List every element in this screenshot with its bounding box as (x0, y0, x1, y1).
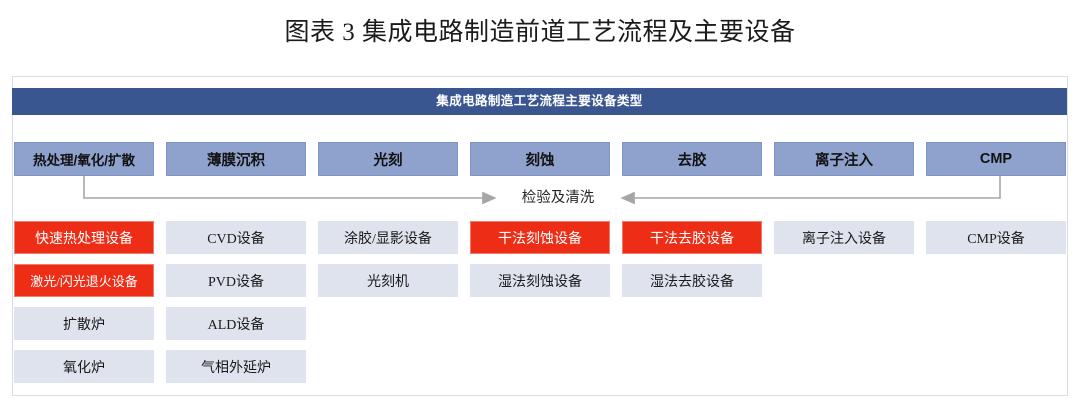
equipment-box[interactable]: 气相外延炉 (166, 350, 306, 383)
banner-title: 集成电路制造工艺流程主要设备类型 (436, 94, 643, 108)
equipment-box[interactable]: 干法去胶设备 (622, 221, 762, 254)
equipment-box[interactable]: 湿法去胶设备 (622, 264, 762, 297)
equipment-box[interactable]: 光刻机 (318, 264, 458, 297)
process-step-3[interactable]: 光刻 (318, 142, 458, 176)
equipment-box[interactable]: PVD设备 (166, 264, 306, 297)
equipment-label: 湿法去胶设备 (650, 274, 734, 290)
equipment-label: PVD设备 (207, 274, 264, 290)
equipment-box[interactable]: 离子注入设备 (774, 221, 914, 254)
equipment-label: 激光/闪光退火设备 (30, 274, 138, 289)
process-step-label: CMP (979, 151, 1013, 167)
equipment-label: CVD设备 (207, 231, 265, 247)
equipment-box[interactable]: 涂胶/显影设备 (318, 221, 458, 254)
equipment-box[interactable]: 快速热处理设备 (14, 221, 154, 254)
equipment-label: 光刻机 (367, 274, 409, 290)
equipment-box[interactable]: 激光/闪光退火设备 (14, 264, 154, 297)
equipment-label: 氧化炉 (63, 360, 105, 376)
equipment-label: 干法去胶设备 (650, 231, 734, 247)
banner-bar: 集成电路制造工艺流程主要设备类型 (12, 88, 1067, 115)
equipment-label: 涂胶/显影设备 (344, 231, 432, 247)
equipment-box[interactable]: 扩散炉 (14, 307, 154, 340)
process-step-label: 离子注入 (815, 152, 873, 169)
equipment-label: 快速热处理设备 (35, 231, 133, 247)
process-step-5[interactable]: 去胶 (622, 142, 762, 176)
process-step-label: 刻蚀 (525, 152, 555, 169)
process-step-6[interactable]: 离子注入 (774, 142, 914, 176)
equipment-label: 离子注入设备 (802, 231, 886, 247)
process-step-label: 去胶 (677, 152, 707, 169)
equipment-box[interactable]: CVD设备 (166, 221, 306, 254)
equipment-box[interactable]: ALD设备 (166, 307, 306, 340)
equipment-box[interactable]: 湿法刻蚀设备 (470, 264, 610, 297)
equipment-label: 扩散炉 (63, 317, 105, 333)
process-step-7[interactable]: CMP (926, 142, 1066, 176)
equipment-label: ALD设备 (207, 317, 265, 333)
process-step-label: 热处理/氧化/扩散 (32, 153, 135, 168)
page-title: 图表 3 集成电路制造前道工艺流程及主要设备 (284, 19, 796, 46)
equipment-box[interactable]: 氧化炉 (14, 350, 154, 383)
process-step-label: 光刻 (373, 152, 403, 169)
inspection-label: 检验及清洗 (521, 190, 595, 206)
equipment-label: CMP设备 (967, 231, 1025, 247)
process-step-4[interactable]: 刻蚀 (470, 142, 610, 176)
process-step-2[interactable]: 薄膜沉积 (166, 142, 306, 176)
equipment-label: 干法刻蚀设备 (498, 231, 582, 247)
equipment-label: 湿法刻蚀设备 (498, 274, 582, 290)
process-step-label: 薄膜沉积 (207, 152, 265, 169)
process-step-1[interactable]: 热处理/氧化/扩散 (14, 142, 154, 176)
equipment-label: 气相外延炉 (201, 360, 271, 376)
equipment-box[interactable]: CMP设备 (926, 221, 1066, 254)
equipment-box[interactable]: 干法刻蚀设备 (470, 221, 610, 254)
